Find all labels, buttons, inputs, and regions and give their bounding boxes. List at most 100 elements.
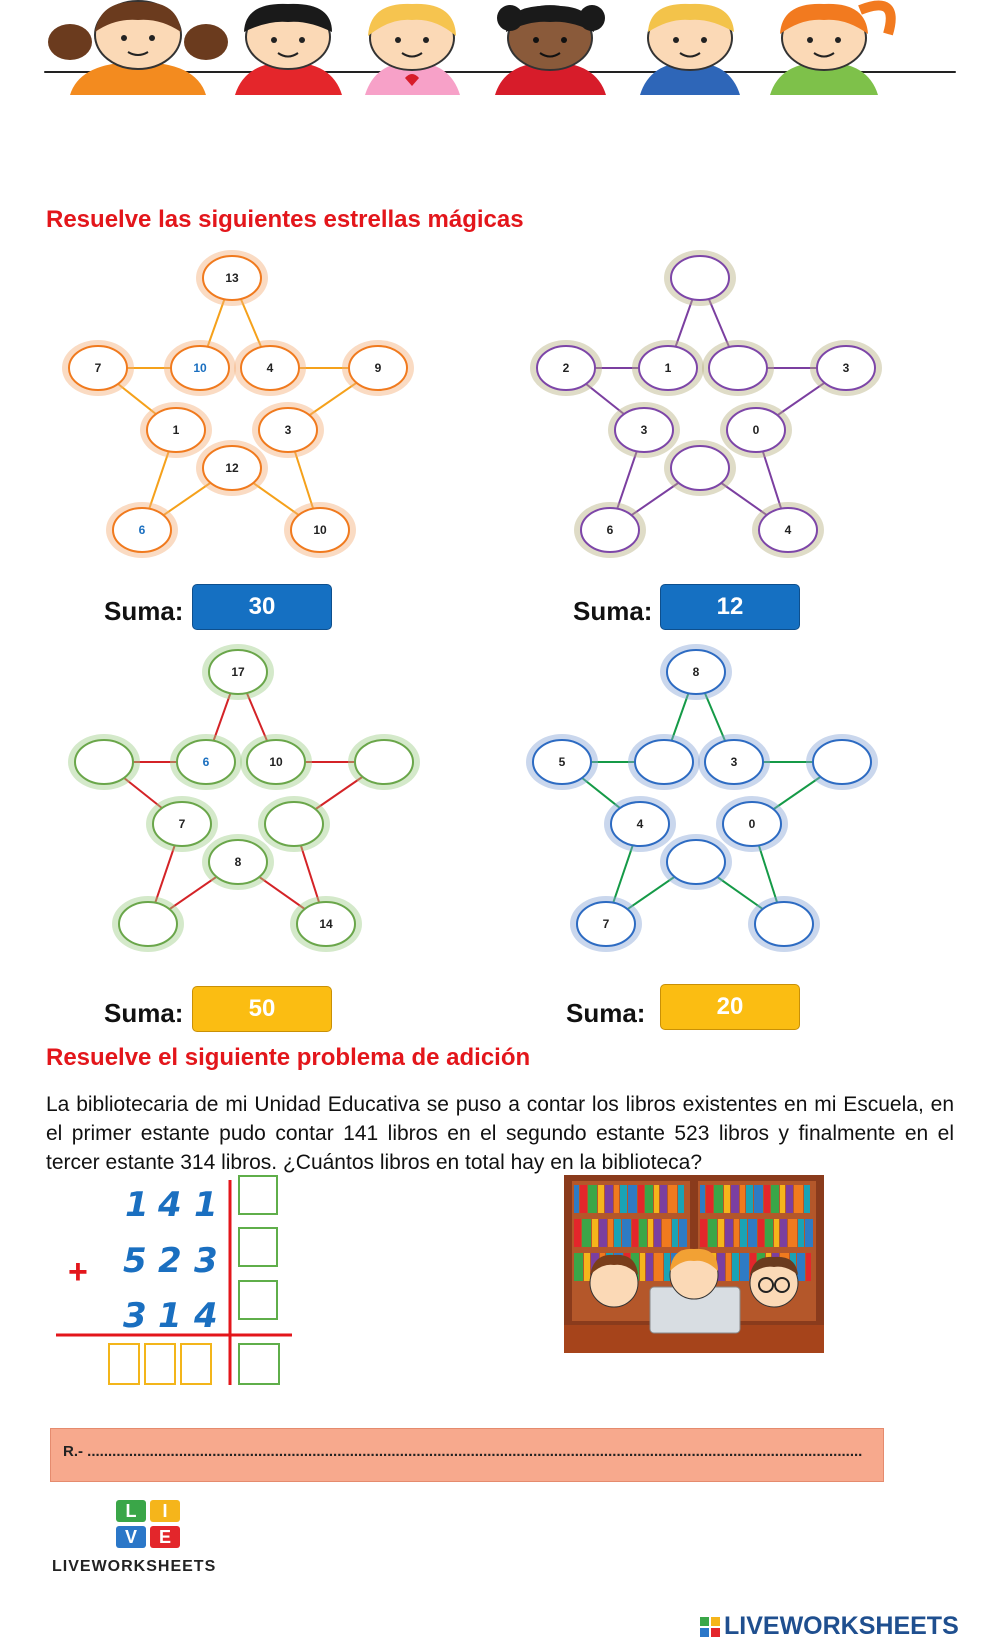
star-node-value: 3 — [843, 361, 850, 375]
star-node[interactable]: 5 — [526, 734, 598, 790]
star-node-value: 17 — [231, 665, 245, 679]
star-node[interactable] — [664, 250, 736, 306]
answer-digit-box-1[interactable] — [108, 1343, 140, 1385]
kid-3 — [365, 3, 460, 95]
star-node-value: 1 — [665, 361, 672, 375]
logo-tile-i: I — [150, 1500, 180, 1522]
star-node[interactable]: 13 — [196, 250, 268, 306]
green-star: 17 6 10 7 8 14 — [68, 644, 420, 952]
carry-box-3[interactable] — [238, 1280, 278, 1320]
footer-brand-text: LIVEWORKSHEETS — [724, 1612, 959, 1640]
purple-star: 2 1 3 3 0 6 4 — [530, 250, 882, 558]
suma-label-1: Suma: — [104, 596, 184, 626]
answer-carry-box[interactable] — [238, 1343, 280, 1385]
star-node[interactable]: 4 — [234, 340, 306, 396]
star-node[interactable]: 0 — [720, 402, 792, 458]
star-node[interactable]: 7 — [146, 796, 218, 852]
star-node[interactable] — [348, 734, 420, 790]
star-node[interactable]: 6 — [170, 734, 242, 790]
star-node-value: 5 — [559, 755, 566, 769]
star-node-value: 6 — [139, 523, 146, 537]
logo-tile-l: L — [116, 1500, 146, 1522]
suma-box-4[interactable]: 20 — [660, 984, 800, 1030]
star-node[interactable] — [806, 734, 878, 790]
star-node[interactable]: 3 — [698, 734, 770, 790]
star-node-value: 7 — [603, 917, 610, 931]
star-node-value: 8 — [235, 855, 242, 869]
answer-digit-box-2[interactable] — [144, 1343, 176, 1385]
star-node[interactable]: 7 — [62, 340, 134, 396]
suma-label-2: Suma: — [573, 596, 653, 626]
star-node[interactable]: 1 — [140, 402, 212, 458]
star-node-value: 1 — [173, 423, 180, 437]
star-node-value: 4 — [267, 361, 274, 375]
star-node-value: 6 — [203, 755, 210, 769]
star-node[interactable]: 3 — [608, 402, 680, 458]
star-node-value: 7 — [95, 361, 102, 375]
star-node-value: 3 — [731, 755, 738, 769]
digit: 4 — [158, 1185, 182, 1225]
star-node-value: 14 — [319, 917, 333, 931]
carry-box-1[interactable] — [238, 1175, 278, 1215]
star-node[interactable]: 8 — [660, 644, 732, 700]
suma-label-4: Suma: — [566, 998, 646, 1028]
kids-header-illustration — [44, 0, 956, 95]
logo-tile-v: V — [116, 1526, 146, 1548]
star-node-value: 4 — [637, 817, 644, 831]
star-node-value: 12 — [225, 461, 239, 475]
suma-box-3[interactable]: 50 — [192, 986, 332, 1032]
logo-text: LIVEWORKSHEETS — [52, 1558, 217, 1575]
carry-box-2[interactable] — [238, 1227, 278, 1267]
star-node[interactable]: 10 — [164, 340, 236, 396]
star-node[interactable] — [628, 734, 700, 790]
answer-digit-box-3[interactable] — [180, 1343, 212, 1385]
star-node[interactable]: 6 — [574, 502, 646, 558]
star-node-value: 9 — [375, 361, 382, 375]
star-node-value: 0 — [753, 423, 760, 437]
star-node[interactable]: 9 — [342, 340, 414, 396]
star-node[interactable] — [664, 440, 736, 496]
star-node[interactable]: 4 — [752, 502, 824, 558]
star-node-value: 10 — [269, 755, 283, 769]
star-node[interactable]: 3 — [810, 340, 882, 396]
suma-box-1[interactable]: 30 — [192, 584, 332, 630]
star-node[interactable]: 17 — [202, 644, 274, 700]
star-node[interactable]: 3 — [252, 402, 324, 458]
kid-6 — [770, 0, 896, 95]
suma-box-2[interactable]: 12 — [660, 584, 800, 630]
star-node[interactable] — [68, 734, 140, 790]
star-node[interactable] — [702, 340, 774, 396]
digit: 2 — [158, 1241, 182, 1281]
kid-5 — [640, 3, 740, 95]
blue-star: 8 5 3 4 0 7 — [526, 644, 878, 952]
footer-brand[interactable]: LIVEWORKSHEETS — [700, 1612, 990, 1640]
star-node[interactable] — [748, 896, 820, 952]
digit: 1 — [194, 1185, 218, 1225]
star-node[interactable]: 7 — [570, 896, 642, 952]
footer-logo-icon — [700, 1617, 720, 1637]
star-node[interactable]: 10 — [284, 502, 356, 558]
star-node-value: 4 — [785, 523, 792, 537]
star-node[interactable]: 12 — [196, 440, 268, 496]
star-node[interactable]: 8 — [202, 834, 274, 890]
star-node[interactable] — [660, 834, 732, 890]
star-node-value: 8 — [693, 665, 700, 679]
star-node[interactable] — [112, 896, 184, 952]
star-node-value: 7 — [179, 817, 186, 831]
addition-lines — [56, 1180, 292, 1385]
star-node[interactable]: 2 — [530, 340, 602, 396]
star-node[interactable]: 0 — [716, 796, 788, 852]
digit: 1 — [125, 1185, 149, 1225]
star-node-value: 6 — [607, 523, 614, 537]
star-node-value: 3 — [285, 423, 292, 437]
star-node-value: 3 — [641, 423, 648, 437]
star-node[interactable]: 6 — [106, 502, 178, 558]
kid-1 — [48, 0, 228, 95]
star-node[interactable]: 1 — [632, 340, 704, 396]
star-node[interactable]: 4 — [604, 796, 676, 852]
answer-line[interactable]: R.- ....................................… — [50, 1428, 884, 1482]
star-node[interactable] — [258, 796, 330, 852]
star-node[interactable]: 14 — [290, 896, 362, 952]
star-node[interactable]: 10 — [240, 734, 312, 790]
